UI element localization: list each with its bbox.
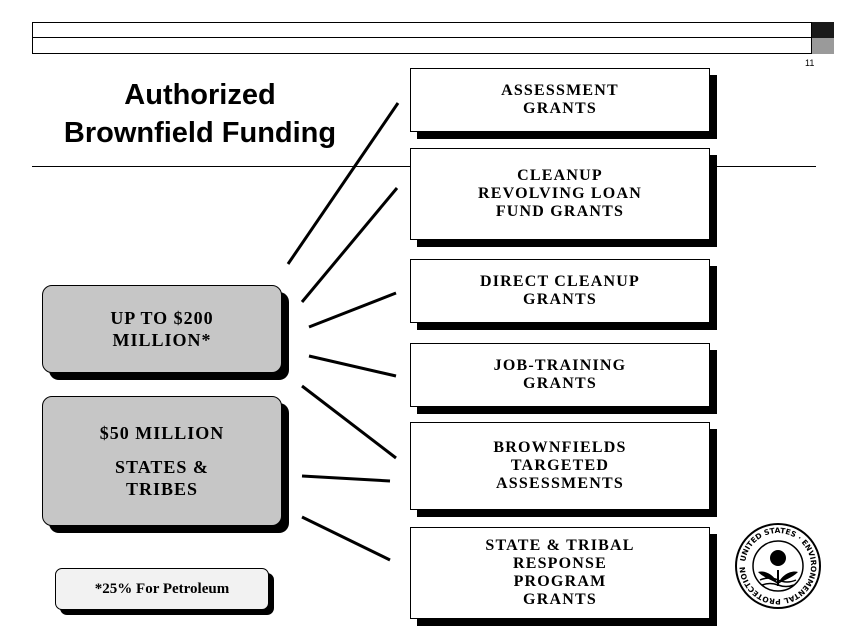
- connector-line: [308, 354, 397, 378]
- header-dark-square: [812, 22, 834, 38]
- assessment-grants-box: ASSESSMENT GRANTS: [410, 68, 710, 132]
- targeted-assessments-box: BROWNFIELDS TARGETED ASSESSMENTS: [410, 422, 710, 510]
- job-training-grants-box: JOB-TRAINING GRANTS: [410, 343, 710, 407]
- header-gray-square: [812, 38, 834, 54]
- grant-line: TARGETED: [510, 457, 610, 474]
- header-bar: [32, 22, 834, 54]
- grant-line: PROGRAM: [513, 573, 607, 590]
- grant-line: CLEANUP: [517, 167, 603, 184]
- grant-line: FUND GRANTS: [495, 203, 625, 220]
- direct-cleanup-grants-box: DIRECT CLEANUP GRANTS: [410, 259, 710, 323]
- grant-line: REVOLVING LOAN: [478, 185, 642, 202]
- connector-line: [301, 515, 391, 562]
- connector-line: [301, 474, 391, 483]
- funding-total-line-1: UP TO $200: [110, 308, 214, 328]
- states-tribes-line-1: $50 MILLION: [99, 423, 225, 443]
- header-bar-bottom: [32, 38, 812, 54]
- connector-line: [301, 384, 397, 460]
- page-number: 11: [805, 58, 815, 68]
- grant-line: JOB-TRAINING: [493, 357, 627, 374]
- header-bar-top: [32, 22, 812, 38]
- grant-line: ASSESSMENTS: [496, 475, 624, 492]
- petroleum-footnote: *25% For Petroleum: [55, 568, 269, 610]
- grant-line: DIRECT CLEANUP: [479, 273, 641, 290]
- grant-line: RESPONSE: [512, 555, 608, 572]
- connector-line: [308, 291, 397, 329]
- grant-line: GRANTS: [523, 100, 597, 117]
- grant-line: GRANTS: [523, 291, 597, 308]
- title-line-2: Brownfield Funding: [63, 117, 337, 149]
- states-tribes-line-3: TRIBES: [125, 479, 199, 499]
- states-tribes-box: $50 MILLION STATES & TRIBES: [42, 396, 282, 526]
- connector-line: [286, 102, 400, 265]
- slide-title: Authorized Brownfield Funding: [30, 76, 370, 152]
- funding-total-line-2: MILLION*: [112, 330, 212, 350]
- grant-line: STATE & TRIBAL: [485, 537, 635, 554]
- epa-seal-icon: UNITED STATES · ENVIRONMENTAL PROTECTION…: [734, 522, 821, 609]
- grant-line: GRANTS: [523, 591, 597, 608]
- connector-line: [300, 187, 399, 303]
- states-tribes-line-2: STATES &: [115, 457, 209, 477]
- title-line-1: Authorized: [124, 79, 276, 111]
- footnote-text: *25% For Petroleum: [94, 580, 230, 597]
- funding-total-box: UP TO $200 MILLION*: [42, 285, 282, 373]
- grant-line: ASSESSMENT: [501, 82, 619, 99]
- grant-line: GRANTS: [523, 375, 597, 392]
- grant-line: BROWNFIELDS: [493, 439, 627, 456]
- cleanup-revolving-loan-box: CLEANUP REVOLVING LOAN FUND GRANTS: [410, 148, 710, 240]
- state-tribal-response-box: STATE & TRIBAL RESPONSE PROGRAM GRANTS: [410, 527, 710, 619]
